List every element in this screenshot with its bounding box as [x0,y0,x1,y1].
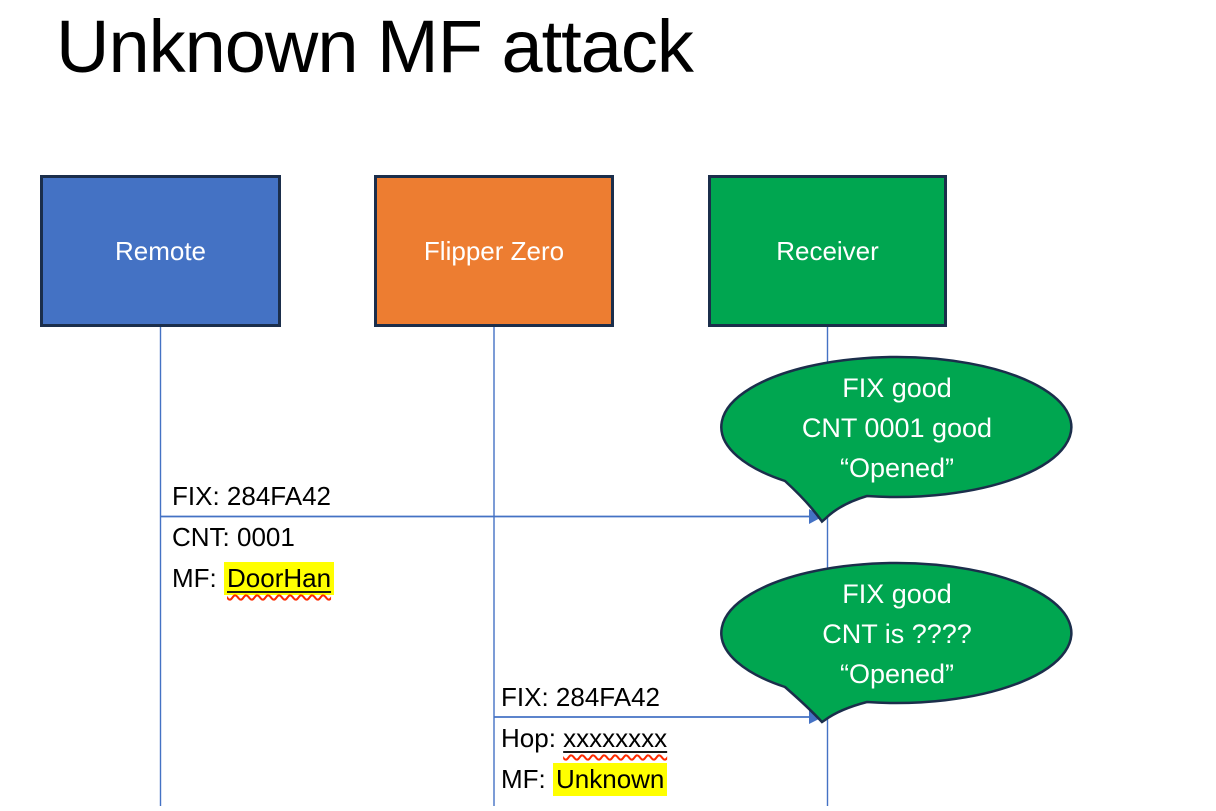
message-2-line-hop: Hop: xxxxxxxx [501,718,667,759]
callout-1-line-1: FIX good [842,373,952,403]
message-2-line-mf: MF: Unknown [501,759,668,800]
message-1-line-cnt: CNT: 0001 [172,517,334,558]
message-1-cnt-value: 0001 [237,522,295,552]
callout-bubble-2 [720,561,1073,724]
slide-title: Unknown MF attack [56,5,694,88]
message-1-label: FIX: 284FA42 CNT: 0001 MF: DoorHan [172,476,335,599]
message-1-mf-value: DoorHan [227,563,332,593]
message-2-hop-prefix: Hop: [501,723,564,753]
message-2-line-fix: FIX: 284FA42 [501,677,667,718]
callout-2-text: FIX good CNT is ???? “Opened” [722,574,1072,694]
message-2-hop-value: xxxxxxxx [563,723,668,753]
message-1-mf-prefix: MF: [172,563,224,593]
callout-1-line-2: CNT 0001 good [801,413,993,443]
message-1-cnt-prefix: CNT: [172,522,237,552]
message-2-mf-highlight: Unknown [553,763,668,796]
callout-1-text: FIX good CNT 0001 good “Opened” [722,368,1072,488]
callout-bubble-1 [720,355,1073,524]
message-1-fix-text: FIX: 284FA42 [172,481,331,511]
message-1-arrowhead-icon [809,509,823,524]
message-2-mf-value: Unknown [556,764,665,794]
callout-2-line-3: “Opened” [839,659,955,689]
message-2-fix-text: FIX: 284FA42 [501,682,660,712]
actor-label-flipper-zero: Flipper Zero [423,235,565,266]
callout-2-line-2: CNT is ???? [822,619,972,649]
message-1-line-fix: FIX: 284FA42 [172,476,334,517]
actor-box-flipper-zero: Flipper Zero [374,175,614,327]
message-1-line-mf: MF: DoorHan [172,558,335,599]
actor-box-receiver: Receiver [708,175,947,327]
message-1-mf-highlight: DoorHan [224,562,335,595]
actor-box-remote: Remote [40,175,281,327]
actor-label-remote: Remote [114,235,207,266]
callout-2-line-1: FIX good [842,579,952,609]
actor-label-receiver: Receiver [776,235,879,266]
callout-1-line-3: “Opened” [839,453,955,483]
message-2-mf-prefix: MF: [501,764,553,794]
message-2-label: FIX: 284FA42 Hop: xxxxxxxx MF: Unknown [501,677,668,800]
message-2-hop-squiggle: xxxxxxxx [563,723,667,754]
